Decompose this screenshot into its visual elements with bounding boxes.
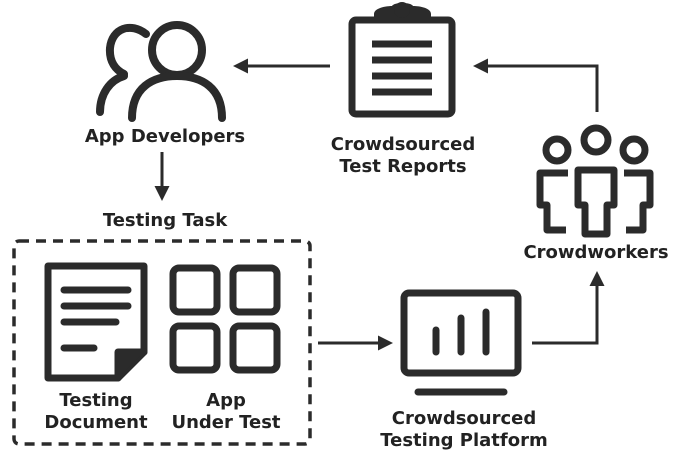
testing-task-label: Testing Task [102,210,228,231]
crowdworkers-label: Crowdworkers [523,242,669,263]
flow-arrows [154,58,605,351]
crowdsourced-test-reports-label: Crowdsourced Test Reports [330,134,476,177]
app-under-test-label: App Under Test [171,390,281,433]
app-developers-icon [96,21,226,122]
arrow-crowdworkers-to-reports [473,58,599,112]
app-developers-label: App Developers [84,126,246,147]
crowdworkers-icon [536,124,654,238]
crowdsourced-testing-platform-label: Crowdsourced Testing Platform [380,408,548,451]
testing-task-box [12,239,312,446]
app-under-test-grid-icon [169,264,281,374]
arrow-platform-to-crowdworkers [532,271,605,345]
test-reports-clipboard-icon [348,2,456,118]
testing-document-icon [44,262,148,382]
testing-document-label: Testing Document [44,390,148,433]
testing-platform-monitor-icon [400,289,522,396]
